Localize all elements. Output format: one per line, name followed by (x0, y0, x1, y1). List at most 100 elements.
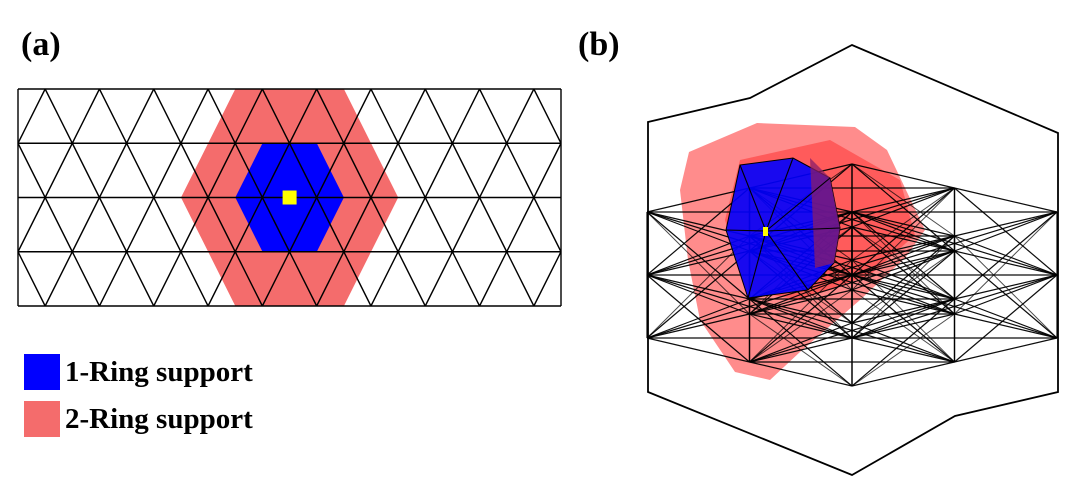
mesh-edge (954, 250, 1058, 276)
mesh-edge (851, 163, 955, 252)
mesh-edge (765, 177, 831, 232)
mesh-edge (343, 88, 372, 144)
mesh-edge (125, 142, 155, 198)
mesh-edge (749, 298, 853, 324)
mesh-edge (234, 88, 263, 144)
mesh-edge (765, 230, 809, 291)
mesh-edge (725, 229, 767, 232)
mesh-edge (316, 142, 345, 198)
mesh-edge (646, 313, 750, 339)
mesh-edge (98, 88, 128, 144)
mesh-edge (478, 88, 508, 144)
mesh-edge (851, 211, 955, 237)
mesh-edge (125, 251, 155, 307)
mesh-edge (478, 197, 508, 253)
mesh-edge (451, 142, 481, 198)
mesh-edge (851, 211, 955, 300)
mesh-edge (44, 88, 73, 144)
mesh-edge (851, 250, 955, 339)
mesh-edge (451, 251, 481, 307)
mesh-edge (954, 274, 1058, 300)
mesh-edge (370, 142, 399, 198)
mesh-edge (207, 88, 236, 144)
mesh-edge (98, 142, 128, 198)
mesh-edge (851, 187, 955, 276)
mesh-edge (451, 88, 481, 144)
mesh-edge (288, 142, 318, 198)
mesh-edge (44, 142, 73, 198)
mesh-edge (954, 274, 1058, 363)
mesh-edge (954, 187, 1058, 213)
mesh-edge (370, 251, 399, 307)
mesh-edge (397, 251, 426, 307)
mesh-edge (851, 226, 955, 315)
mesh-edge (424, 197, 454, 253)
mesh-edge (316, 251, 345, 307)
ring-1-side-face (810, 158, 840, 268)
panel-label-b: (b) (578, 26, 620, 63)
mesh-edge (125, 197, 155, 253)
mesh-edge (749, 274, 853, 363)
mesh-edge (851, 298, 955, 324)
mesh-edge (533, 142, 562, 198)
legend-item-1-ring: 1-Ring support (24, 354, 253, 390)
mesh-edge (765, 227, 841, 232)
mesh-edge (424, 88, 454, 144)
mesh-edge (747, 230, 767, 299)
mesh-edge (207, 251, 236, 307)
center-vertex (282, 190, 297, 205)
mesh-edge (646, 274, 750, 363)
mesh-edge (71, 88, 101, 144)
legend-swatch-1-ring (24, 354, 60, 390)
mesh-edge (851, 235, 955, 261)
mesh-edge (98, 251, 128, 307)
mesh-edge (506, 251, 535, 307)
mesh-edge (739, 164, 767, 232)
legend-swatch-2-ring (24, 401, 60, 437)
mesh-edge (261, 251, 291, 307)
mesh-edge (17, 197, 46, 253)
mesh-edge (851, 361, 955, 387)
mesh-edge (71, 251, 101, 307)
mesh-edge (851, 163, 955, 189)
mesh-edge (646, 337, 750, 363)
mesh-edge (397, 88, 426, 144)
mesh-edge (125, 88, 155, 144)
mesh-edge (343, 197, 372, 253)
legend-item-2-ring: 2-Ring support (24, 401, 253, 437)
mesh-edge (234, 197, 263, 253)
mesh-edge (954, 313, 1058, 339)
mesh-edge (98, 197, 128, 253)
mesh-edge (424, 251, 454, 307)
mesh-edge (153, 251, 182, 307)
mesh-edge (343, 251, 372, 307)
mesh-edge (180, 142, 209, 198)
mesh-edge (954, 250, 1058, 339)
mesh-edge (851, 187, 955, 213)
mesh-edge (749, 361, 853, 387)
mesh-edge (749, 337, 853, 363)
mesh-edge (506, 88, 535, 144)
mesh-edge (765, 157, 794, 232)
mesh-edge (851, 289, 955, 315)
mesh-edge (478, 142, 508, 198)
mesh-edge (343, 142, 372, 198)
mesh-edge (506, 197, 535, 253)
mesh-edge (261, 142, 291, 198)
mesh-edge (234, 251, 263, 307)
mesh-edge (397, 197, 426, 253)
mesh-edge (749, 289, 853, 315)
mesh-edge (478, 251, 508, 307)
mesh-edge (851, 226, 955, 252)
mesh-edge (180, 88, 209, 144)
mesh-edge (71, 142, 101, 198)
mesh-edge (646, 211, 750, 300)
mesh-edge (424, 142, 454, 198)
mesh-edge (180, 251, 209, 307)
mesh-edge (954, 211, 1058, 237)
mesh-edge (851, 313, 955, 339)
mesh-edge (153, 88, 182, 144)
mesh-edge (533, 197, 562, 253)
mesh-edge (851, 250, 955, 276)
mesh-edge (316, 88, 345, 144)
